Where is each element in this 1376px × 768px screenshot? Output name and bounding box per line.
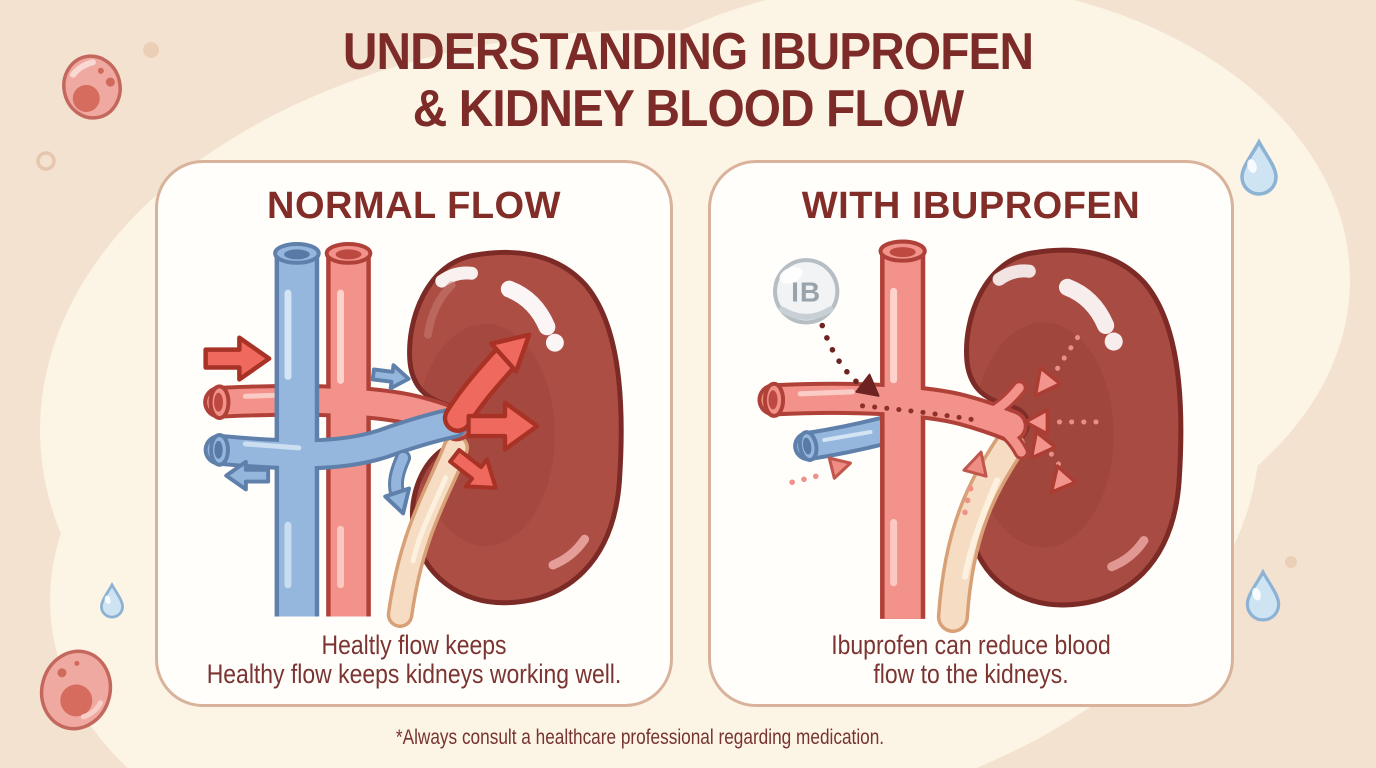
ibuprofen-illustration: IB xyxy=(757,239,1231,633)
ureter xyxy=(936,429,1026,633)
red-curved-arrow-icon xyxy=(489,332,532,374)
blue-ureter-arrow-icon xyxy=(383,486,412,516)
reduced-flow-arrows xyxy=(789,322,1103,516)
red-inflow-arrow-icon xyxy=(206,338,270,380)
water-drop-icon xyxy=(1240,140,1278,196)
page-title-line1: UNDERSTANDING IBUPROFEN xyxy=(342,23,1034,81)
background-dot xyxy=(143,42,159,58)
vein-stub xyxy=(793,415,898,463)
ibuprofen-caption-line2: flow to the kidneys. xyxy=(873,659,1069,690)
water-drop-icon xyxy=(1245,570,1281,622)
reduced-arrowhead-icon xyxy=(1023,408,1050,436)
reduced-arrowhead-icon xyxy=(1049,464,1078,495)
blue-flow-arrow-icon xyxy=(369,360,412,393)
artery-vessels xyxy=(757,239,1029,619)
background-dot xyxy=(1285,556,1297,568)
blood-cell-icon xyxy=(62,54,122,120)
ibuprofen-caption-line1: Ibuprofen can reduce blood xyxy=(831,629,1111,660)
blood-cell-icon xyxy=(39,649,113,731)
normal-flow-heading: NORMAL FLOW xyxy=(267,185,561,227)
disclaimer-text: *Always consult a healthcare professiona… xyxy=(395,726,885,749)
normal-flow-panel: NORMAL FLOW xyxy=(155,160,673,707)
flow-arrows xyxy=(206,332,538,516)
pill-effect-arrow-icon xyxy=(855,373,880,397)
water-drop-icon xyxy=(100,583,124,619)
reduced-arrowhead-icon xyxy=(1033,365,1063,398)
reduced-arrowhead-icon xyxy=(1029,430,1058,460)
normal-flow-illustration xyxy=(203,241,670,628)
page-title-line2: & KIDNEY BLOOD FLOW xyxy=(412,80,964,139)
pill-label: IB xyxy=(791,276,821,307)
normal-flow-caption: Healtly flow keeps Healthy flow keeps ki… xyxy=(196,629,631,690)
weak-flow-arrow-icon xyxy=(827,456,852,480)
kidney-illustration xyxy=(967,250,1181,605)
weak-ureter-arrow-icon xyxy=(962,450,988,478)
background-ring xyxy=(36,151,56,171)
ibuprofen-heading: WITH IBUPROFEN xyxy=(801,185,1141,227)
normal-flow-caption-line2: Healthy flow keeps kidneys working well. xyxy=(206,659,622,690)
vein-vessels xyxy=(203,241,469,617)
ibuprofen-panel: WITH IBUPROFEN xyxy=(708,160,1234,707)
page-title: UNDERSTANDING IBUPROFEN & KIDNEY BLOOD F… xyxy=(55,23,1321,139)
normal-flow-caption-line1: Healtly flow keeps xyxy=(321,629,507,660)
ibuprofen-pill-icon: IB xyxy=(773,258,840,325)
ibuprofen-caption: Ibuprofen can reduce blood flow to the k… xyxy=(750,629,1192,690)
